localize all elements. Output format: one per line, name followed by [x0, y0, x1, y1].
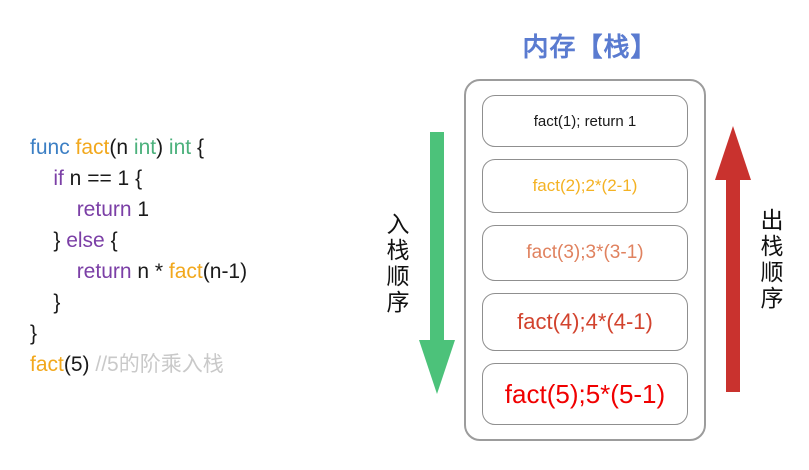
code-line: fact(5) //5的阶乘入栈: [30, 349, 380, 380]
code-indent: [30, 167, 53, 190]
code-indent: [30, 260, 77, 283]
code-token: return: [76, 198, 132, 221]
push-order-label: 入栈顺序: [386, 211, 410, 315]
code-line: }: [30, 287, 380, 318]
code-token: (5): [63, 353, 90, 376]
code-token: int: [133, 136, 157, 159]
push-order-annotation: 入栈顺序: [385, 132, 455, 394]
stack-frame: fact(1); return 1: [482, 95, 688, 147]
code-indent: [30, 198, 77, 221]
stack-frame: fact(3);3*(3-1): [482, 225, 688, 281]
code-token: func: [30, 136, 76, 159]
code-token: n *: [131, 260, 169, 283]
code-indent: [30, 291, 53, 314]
code-token: fact: [75, 136, 110, 159]
stack-frame: fact(5);5*(5-1): [482, 363, 688, 425]
code-line: return 1: [30, 194, 380, 225]
code-token: }: [53, 291, 61, 314]
stack-frame: fact(4);4*(4-1): [482, 293, 688, 351]
code-token: n == 1 {: [63, 167, 143, 190]
stack-title: 内存【栈】: [522, 32, 658, 62]
code-token: else: [66, 229, 105, 252]
code-token: }: [30, 322, 38, 345]
code-token: fact: [168, 260, 203, 283]
arrow-up-icon: [715, 126, 751, 392]
code-token: ): [156, 136, 169, 159]
pop-order-label: 出栈顺序: [760, 207, 784, 311]
code-token: return: [76, 260, 132, 283]
code-token: {: [104, 229, 118, 252]
code-token: 1: [131, 198, 150, 221]
code-line: } else {: [30, 225, 380, 256]
code-token: (n: [109, 136, 134, 159]
code-token: fact: [30, 353, 64, 376]
code-token: (n-1): [202, 260, 248, 283]
code-token: int: [168, 136, 192, 159]
code-line: if n == 1 {: [30, 163, 380, 194]
code-token: }: [53, 229, 67, 252]
arrow-down-icon: [419, 132, 455, 394]
code-line: }: [30, 318, 380, 349]
code-indent: [30, 229, 53, 252]
code-snippet: func fact(n int) int { if n == 1 { retur…: [30, 132, 380, 380]
code-line: func fact(n int) int {: [30, 132, 380, 163]
memory-stack-container: fact(1); return 1 fact(2);2*(2-1) fact(3…: [464, 79, 706, 441]
code-token: {: [191, 136, 204, 159]
code-token: //5的阶乘入栈: [89, 353, 224, 376]
stack-frame: fact(2);2*(2-1): [482, 159, 688, 213]
pop-order-annotation: 出栈顺序: [715, 126, 785, 392]
code-token: if: [53, 167, 64, 190]
code-line: return n * fact(n-1): [30, 256, 380, 287]
